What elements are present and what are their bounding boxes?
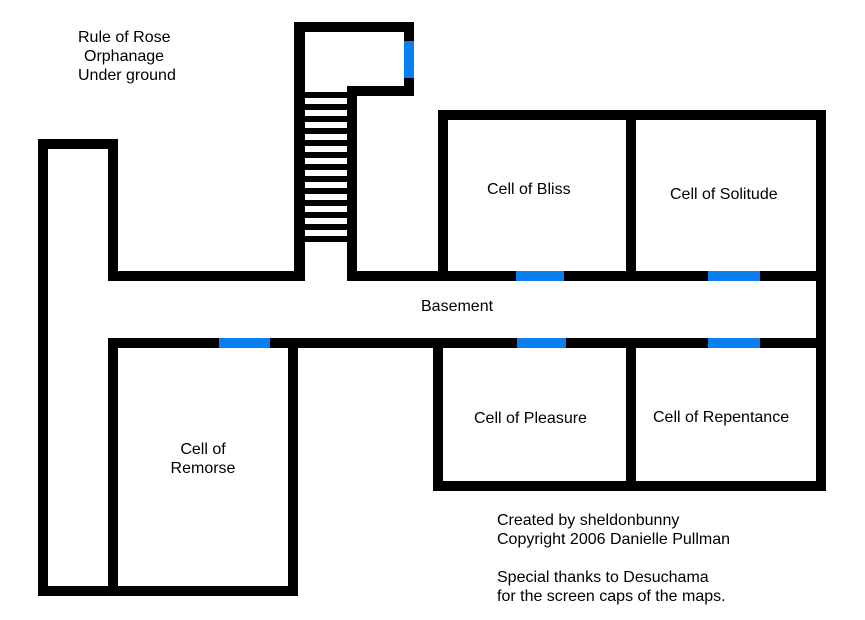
map-title: Rule of Rose Orphanage Under ground	[78, 28, 176, 85]
wall-landing-top	[294, 22, 414, 32]
wall-remorse-bottom	[108, 586, 298, 596]
wall-right-outer	[816, 110, 826, 491]
room-label-cell-of-bliss: Cell of Bliss	[487, 181, 571, 198]
title-line: Orphanage	[84, 48, 165, 65]
door-remorse	[219, 338, 270, 348]
room-label-line: Cell of	[180, 441, 226, 458]
wall-basement-top-right	[347, 271, 826, 281]
door-solitude	[708, 271, 760, 281]
doors	[219, 41, 760, 348]
wall-left-inner-upper	[108, 139, 118, 281]
stair-step	[305, 236, 347, 242]
door-repentance	[708, 338, 760, 348]
wall-pleasure-left	[433, 338, 443, 491]
wall-stair-left	[294, 22, 305, 281]
stair-step	[305, 128, 347, 134]
room-label-cell-of-repentance: Cell of Repentance	[653, 409, 790, 426]
stair-step	[305, 116, 347, 122]
wall-stair-right	[347, 86, 357, 281]
stair-step	[305, 200, 347, 206]
credit-line: for the screen caps of the maps.	[497, 588, 726, 605]
stair-step	[305, 224, 347, 230]
stair-step	[305, 176, 347, 182]
wall-lower-divider	[626, 338, 636, 491]
stair-step	[305, 92, 347, 98]
room-label-cell-of-remorse: Cell of Remorse	[158, 440, 248, 478]
stair-step	[305, 188, 347, 194]
wall-remorse-right	[288, 338, 298, 596]
title-line: Under ground	[78, 67, 176, 84]
room-label-cell-of-solitude: Cell of Solitude	[670, 186, 778, 203]
credit-line: Special thanks to Desuchama	[497, 569, 709, 586]
wall-left-outer	[38, 139, 48, 596]
door-bliss	[516, 271, 564, 281]
staircase	[305, 92, 347, 242]
room-label-line: Remorse	[170, 460, 236, 477]
title-line: Rule of Rose	[78, 29, 171, 46]
stair-step	[305, 164, 347, 170]
wall-left-top	[38, 139, 118, 149]
wall-basement-bottom-left	[108, 338, 298, 348]
wall-basement-top-left	[108, 271, 305, 281]
door-pleasure	[517, 338, 566, 348]
credits: Created by sheldonbunny Copyright 2006 D…	[497, 511, 730, 606]
wall-bliss-left	[438, 110, 448, 281]
door-landing	[404, 41, 414, 78]
stair-step	[305, 140, 347, 146]
credit-line: Copyright 2006 Danielle Pullman	[497, 531, 731, 548]
wall-landing-bottom	[347, 86, 414, 96]
stair-step	[305, 104, 347, 110]
wall-upper-divider	[626, 110, 636, 281]
room-label-cell-of-pleasure: Cell of Pleasure	[474, 410, 587, 427]
wall-lower-cells-bottom	[433, 481, 826, 491]
stair-step	[305, 152, 347, 158]
room-label-basement: Basement	[421, 298, 494, 315]
credit-line: Created by sheldonbunny	[497, 512, 680, 529]
wall-remorse-left	[108, 338, 118, 596]
wall-left-bottom	[38, 586, 118, 596]
wall-landing-right-top	[404, 22, 414, 41]
stair-step	[305, 212, 347, 218]
wall-landing-right-bottom	[404, 78, 414, 96]
